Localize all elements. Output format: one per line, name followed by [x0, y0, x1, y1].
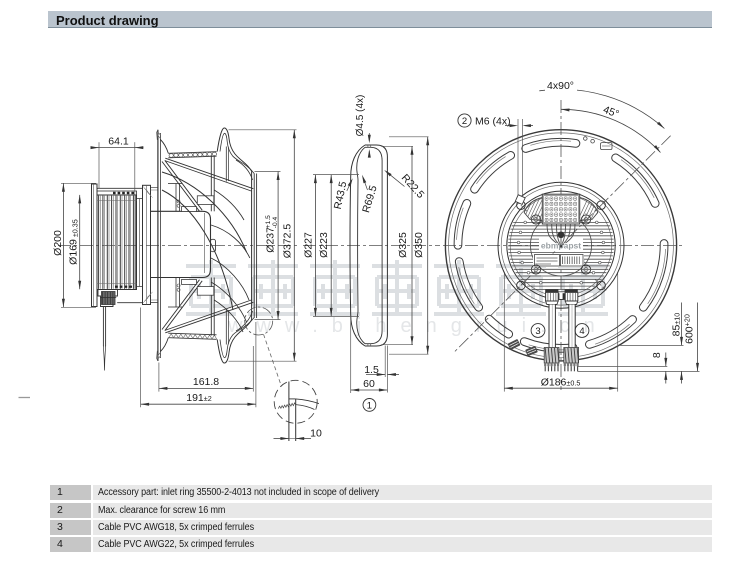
svg-text:2: 2: [462, 116, 467, 127]
svg-text:www.bjhengrui.cn: www.bjhengrui.cn: [227, 315, 609, 337]
svg-text:-0.4: -0.4: [272, 217, 279, 229]
svg-text:R22.5: R22.5: [399, 172, 427, 201]
svg-text:64.1: 64.1: [108, 135, 129, 147]
svg-text:10: 10: [310, 427, 322, 439]
svg-text:161.8: 161.8: [193, 376, 219, 388]
svg-text:M6 (4x): M6 (4x): [475, 116, 511, 128]
svg-text:4: 4: [579, 326, 584, 337]
svg-text:+1.5: +1.5: [265, 215, 272, 228]
svg-text:85±10: 85±10: [670, 313, 682, 337]
svg-text:60: 60: [363, 378, 375, 390]
svg-text:Ø200: Ø200: [52, 230, 64, 256]
svg-text:3: 3: [535, 326, 540, 337]
svg-text:Ø4.5 (4x): Ø4.5 (4x): [355, 95, 366, 137]
svg-text:Ø169 ±0.35: Ø169 ±0.35: [68, 219, 80, 265]
svg-text:ebmpapst: ebmpapst: [541, 240, 581, 250]
svg-text:1.5: 1.5: [364, 364, 379, 376]
svg-text:Ø186±0.5: Ø186±0.5: [541, 376, 581, 388]
svg-text:Ø237: Ø237: [265, 227, 277, 253]
svg-text:600+20: 600+20: [682, 314, 695, 344]
svg-text:45°: 45°: [602, 104, 621, 121]
svg-text:1: 1: [367, 400, 372, 411]
svg-text:4x90°: 4x90°: [547, 80, 574, 92]
svg-text:8: 8: [651, 352, 663, 358]
svg-text:R43.5: R43.5: [332, 180, 350, 210]
svg-text:Ø372.5: Ø372.5: [281, 224, 293, 259]
svg-text:R69.5: R69.5: [360, 184, 380, 214]
svg-text:Ø325: Ø325: [397, 232, 409, 258]
svg-text:Ø350: Ø350: [413, 232, 425, 258]
svg-text:191±2: 191±2: [186, 392, 211, 404]
svg-text:Ø227: Ø227: [302, 232, 314, 258]
svg-text:Ø223: Ø223: [318, 232, 330, 258]
